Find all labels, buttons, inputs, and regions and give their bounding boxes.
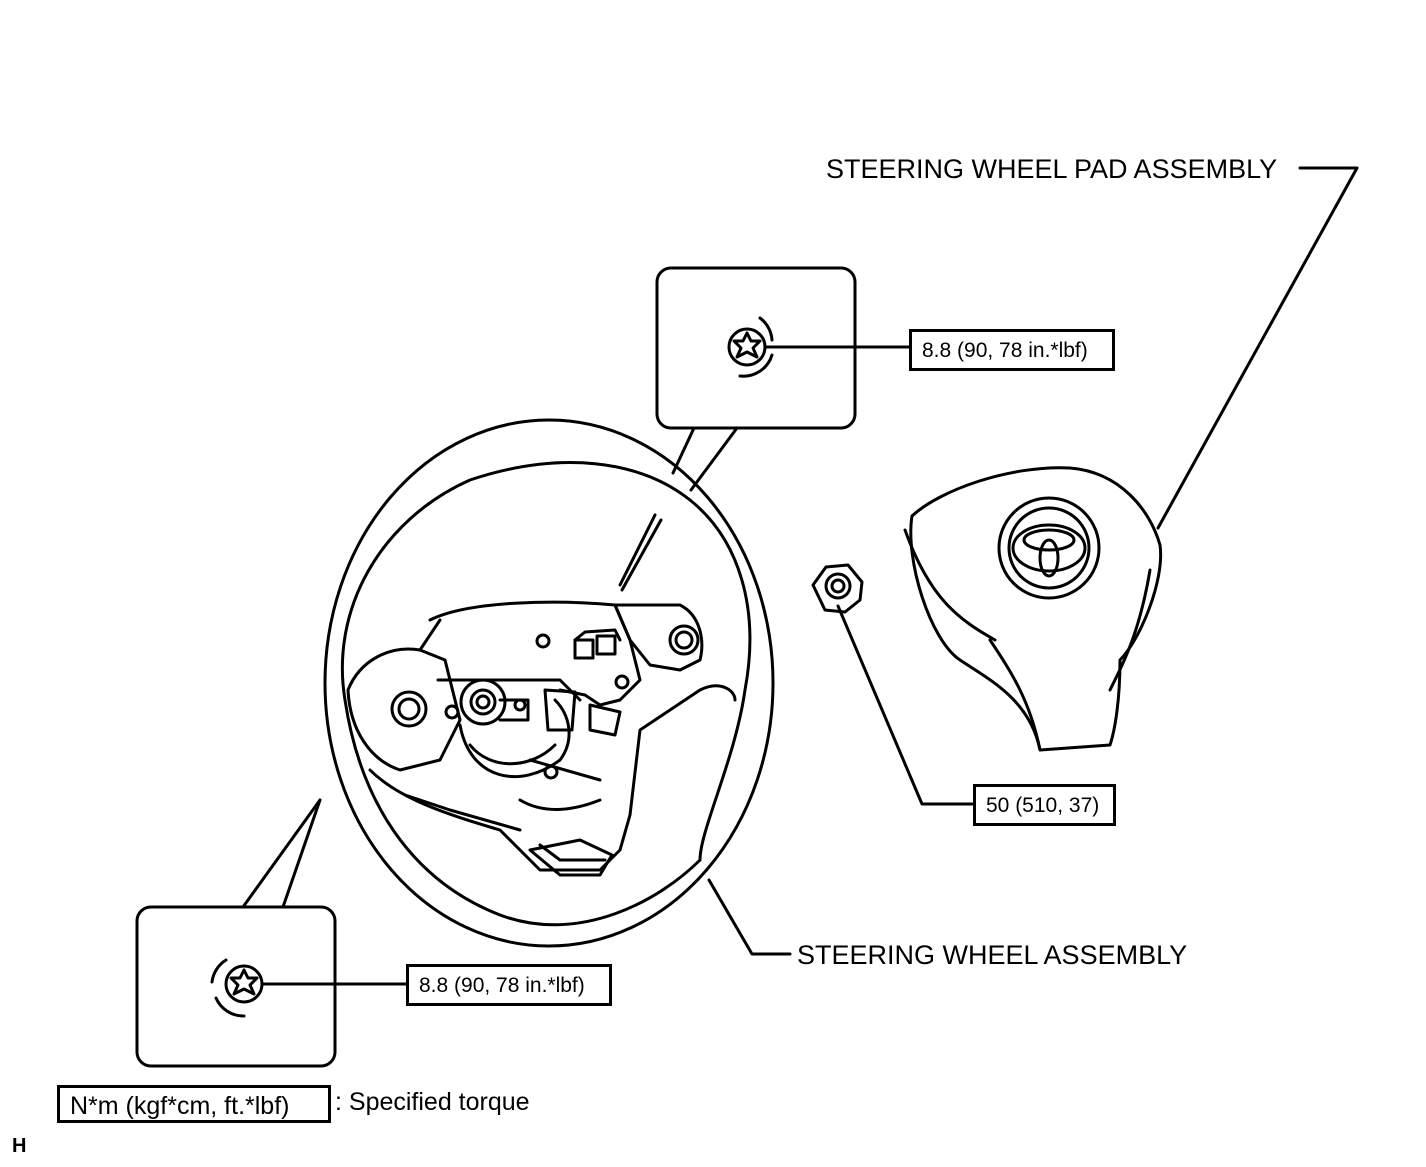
legend-unit-box: N*m (kgf*cm, ft.*lbf) [57,1085,331,1123]
wheel-assembly-label: STEERING WHEEL ASSEMBLY [797,940,1188,970]
lower-inset-leader [241,798,322,909]
steering-wheel-hub [346,600,737,877]
steering-wheel-rim [323,418,775,948]
wheel-assembly-leader [707,878,792,956]
corner-mark: H [12,1135,27,1157]
pad-assembly-label: STEERING WHEEL PAD ASSEMBLY [826,154,1278,184]
lower-screw-torque: 8.8 (90, 78 in.*lbf) [406,964,612,1006]
steering-pad [903,166,1359,752]
nut-torque: 50 (510, 37) [973,784,1116,826]
steering-nut [811,563,975,806]
legend-description: : Specified torque [335,1088,530,1116]
upper-screw-torque: 8.8 (90, 78 in.*lbf) [909,329,1115,371]
lower-inset-box [135,905,409,1068]
upper-inset-box [655,266,912,430]
upper-inset-leader [618,426,739,592]
